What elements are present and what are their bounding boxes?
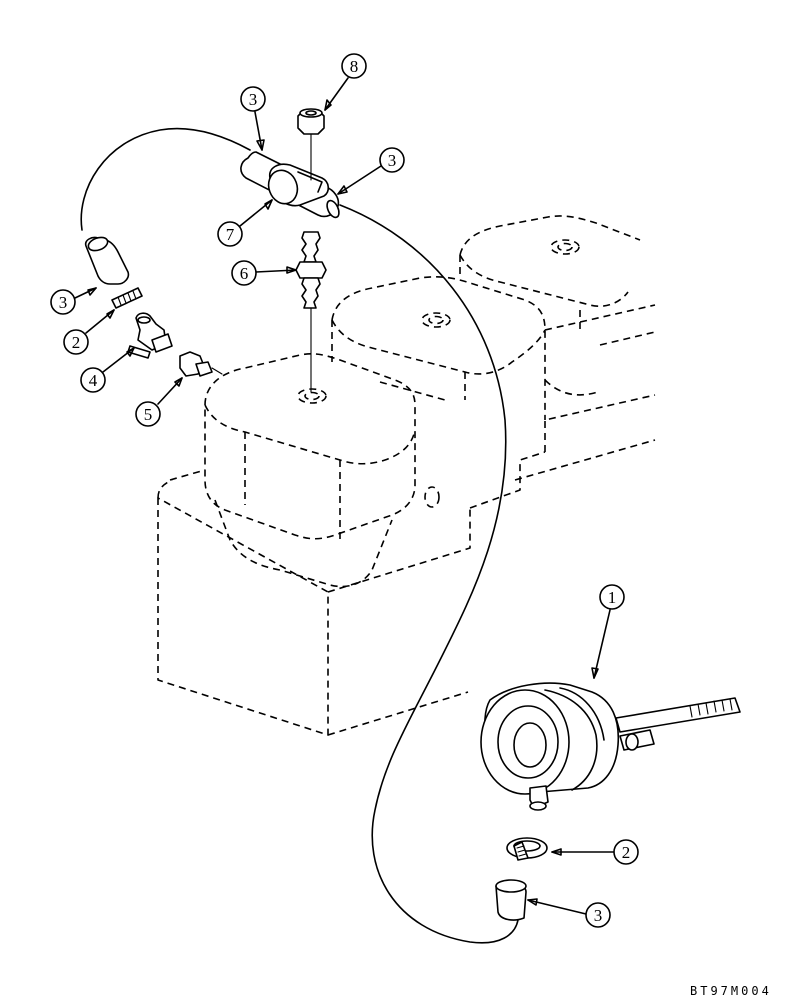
short-hose-lower bbox=[495, 879, 527, 921]
engine-block-outline bbox=[157, 394, 656, 736]
callout-6-label: 8 bbox=[350, 57, 359, 76]
leader-lines bbox=[74, 77, 615, 915]
callout-1: 1 bbox=[599, 584, 625, 610]
callout-2-lower: 2 bbox=[613, 839, 639, 865]
callout-6: 8 bbox=[341, 53, 367, 79]
callout-3-left-label: 3 bbox=[59, 293, 68, 312]
valve-cover-rear bbox=[459, 215, 656, 346]
callout-3-top-left-label: 3 bbox=[249, 90, 258, 109]
flange-nut bbox=[297, 108, 325, 181]
callout-3-bottom-label: 3 bbox=[594, 906, 603, 925]
figure-code: BT97M004 bbox=[690, 984, 772, 998]
callout-8-label: 5 bbox=[144, 405, 153, 424]
callout-3-top-right: 3 bbox=[379, 147, 405, 173]
callout-3-top-left: 3 bbox=[240, 86, 266, 112]
callout-3-bottom: 3 bbox=[585, 902, 611, 928]
callout-2-lower-label: 2 bbox=[622, 843, 631, 862]
callout-4: 6 bbox=[231, 260, 257, 286]
hose-clamp bbox=[506, 837, 548, 861]
stud bbox=[295, 231, 327, 393]
barbed-fitting bbox=[111, 287, 143, 309]
elbow-fitting bbox=[127, 312, 173, 359]
short-hose-left bbox=[84, 236, 130, 285]
callout-2-upper-label: 2 bbox=[72, 333, 81, 352]
callout-8: 5 bbox=[135, 401, 161, 427]
callout-3-left: 3 bbox=[50, 289, 76, 315]
valve-cover-front bbox=[169, 353, 440, 588]
callout-7: 4 bbox=[80, 367, 106, 393]
callout-5: 7 bbox=[217, 221, 243, 247]
adapter-fitting bbox=[179, 351, 223, 377]
callout-5-label: 7 bbox=[226, 225, 235, 244]
callout-1-label: 1 bbox=[608, 588, 617, 607]
callout-2-upper: 2 bbox=[63, 329, 89, 355]
callout-4-label: 6 bbox=[240, 264, 249, 283]
hose-clip bbox=[267, 163, 330, 207]
vacuum-hose bbox=[80, 127, 519, 944]
callout-7-label: 4 bbox=[89, 371, 98, 390]
wastegate-actuator bbox=[480, 682, 741, 811]
valve-cover-middle bbox=[331, 276, 599, 420]
callout-3-top-right-label: 3 bbox=[388, 151, 397, 170]
